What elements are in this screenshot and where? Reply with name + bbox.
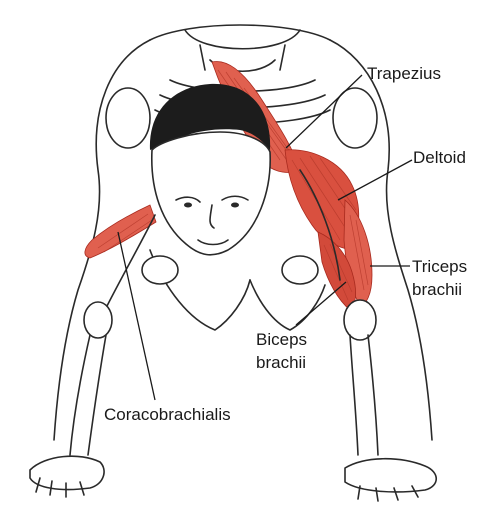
label-triceps-line1: Triceps [412, 257, 467, 276]
label-biceps-line1: Biceps [256, 330, 307, 349]
label-coracobrachialis: Coracobrachialis [104, 405, 231, 424]
biceps-leader [296, 282, 346, 325]
hands [30, 456, 436, 501]
coracobrachialis-leader [118, 232, 155, 400]
label-trapezius: Trapezius [367, 64, 441, 83]
head [150, 84, 270, 255]
label-triceps-line2: brachii [412, 280, 462, 299]
label-deltoid: Deltoid [413, 148, 466, 167]
label-biceps-line2: brachii [256, 353, 306, 372]
pelvis-lower [142, 250, 325, 330]
